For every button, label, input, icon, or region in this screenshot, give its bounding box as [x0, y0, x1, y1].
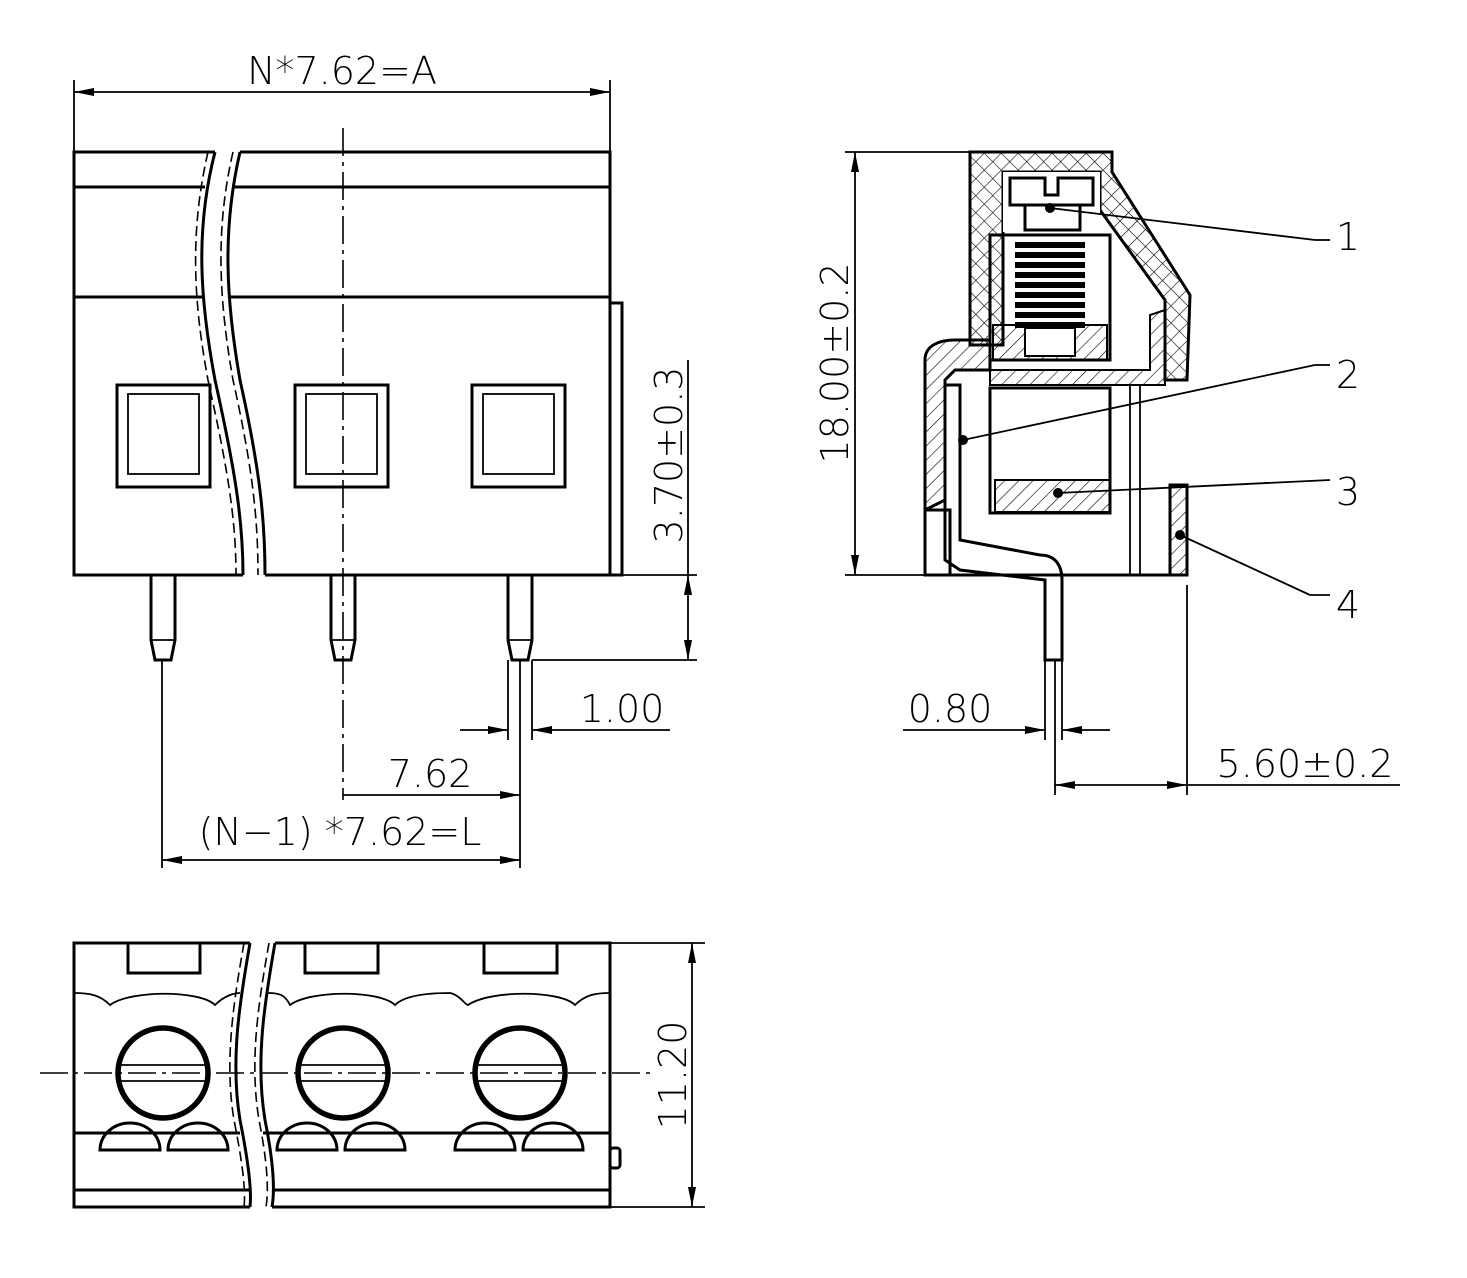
top-view: 11.20	[40, 941, 705, 1209]
pin-thickness-dimension: 0.80	[908, 687, 993, 731]
callout-1: 1	[1336, 215, 1360, 259]
width-dimension: N*7.62=A	[247, 49, 437, 93]
pitch-dimension: 7.62	[388, 752, 473, 796]
pins	[149, 575, 534, 662]
callout-3: 3	[1336, 470, 1360, 514]
callout-2: 2	[1336, 353, 1360, 397]
front-view: N*7.62=A 3.70±0.3 1.00 7.62 (N−1) *7.62=…	[72, 49, 697, 868]
side-section-view: 1 2 3 4 18.00±0.2 0.80 5.60±0.2	[813, 150, 1400, 795]
bottom-bumps	[98, 1121, 585, 1152]
length-dimension: (N−1) *7.62=L	[199, 810, 482, 854]
screw-thread	[1015, 242, 1085, 328]
pin-width-dimension: 1.00	[580, 687, 665, 731]
callout-4: 4	[1336, 583, 1360, 627]
pin-length-dimension: 3.70±0.3	[647, 367, 691, 544]
wire-entry-windows	[115, 383, 567, 489]
pin-offset-dimension: 5.60±0.2	[1217, 742, 1394, 786]
depth-dimension: 11.20	[651, 1021, 695, 1130]
height-dimension: 18.00±0.2	[813, 262, 857, 463]
